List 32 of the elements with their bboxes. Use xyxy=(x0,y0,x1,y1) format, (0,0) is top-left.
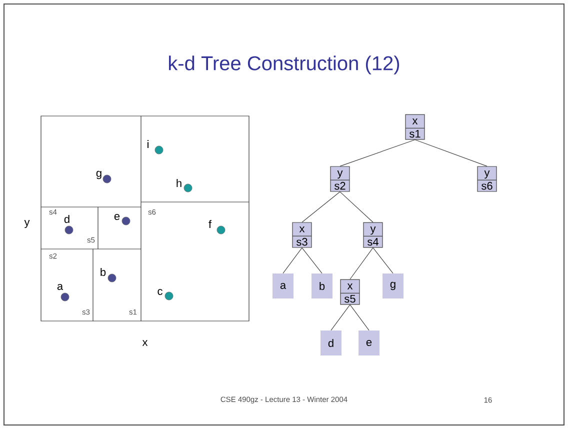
point-label: g xyxy=(96,170,102,180)
tree-edge xyxy=(372,247,394,274)
tree-edge xyxy=(350,247,374,280)
slide-title: k-d Tree Construction (12) xyxy=(169,56,400,74)
leaf-box: e xyxy=(358,330,380,356)
tree-edge xyxy=(282,247,302,274)
split-node-box: x s5 xyxy=(340,279,360,305)
tree-edge xyxy=(330,304,350,331)
tree-edge xyxy=(414,139,488,166)
leaf-box: d xyxy=(320,330,342,356)
split-node-box: x s1 xyxy=(405,114,425,140)
point-label: c xyxy=(158,289,162,296)
point-label: h xyxy=(176,179,182,187)
tree-edge xyxy=(340,139,416,166)
tree-edge xyxy=(340,192,374,223)
point-label: b xyxy=(100,268,106,276)
split-node-box: x s3 xyxy=(292,222,312,248)
axis-label: y xyxy=(24,220,30,228)
split-node-box: y s2 xyxy=(330,166,350,192)
tree-edge xyxy=(302,192,340,222)
split-node-box: y s6 xyxy=(477,166,497,192)
point-label: e xyxy=(114,214,120,220)
tree-edge xyxy=(302,247,322,274)
axis-label: x xyxy=(142,340,148,346)
leaf-box: a xyxy=(272,274,294,298)
leaf-box: b xyxy=(312,274,332,298)
tree-edge xyxy=(350,304,370,331)
leaf-box: g xyxy=(382,274,404,298)
point-label: f xyxy=(208,220,212,228)
point-label: a xyxy=(57,284,64,290)
split-node-box: y s4 xyxy=(363,222,383,248)
point-label: d xyxy=(64,214,70,224)
